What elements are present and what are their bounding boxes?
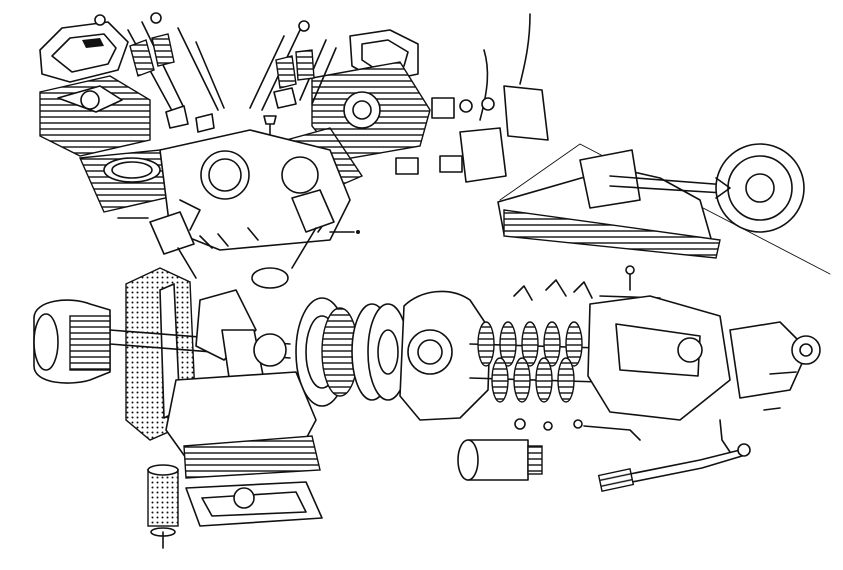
- gearbox-front-case: [399, 290, 491, 421]
- valve-train-right: [249, 20, 337, 111]
- starter-motor: [457, 439, 543, 481]
- flywheel: [295, 297, 359, 407]
- cylinder-head-right: [248, 29, 431, 207]
- gearbox-rear-case: [587, 295, 731, 421]
- crankcase-lower: [165, 371, 321, 479]
- kick-lever: [597, 449, 743, 492]
- oil-sump: [185, 481, 323, 527]
- selector-lever: [583, 419, 751, 457]
- clutch: [351, 303, 409, 401]
- alternator: [33, 299, 111, 384]
- gearbox-gears: [469, 321, 601, 403]
- pistons: [149, 189, 335, 289]
- bolts-row: [117, 217, 360, 249]
- small-fasteners: [514, 265, 797, 431]
- output-housing: [729, 321, 821, 399]
- valve-train-left: [94, 12, 225, 133]
- oil-filter: [147, 464, 179, 549]
- carburetors: [395, 13, 549, 183]
- driveshaft-swingarm-inset: [497, 143, 831, 275]
- crankshaft: [109, 289, 291, 385]
